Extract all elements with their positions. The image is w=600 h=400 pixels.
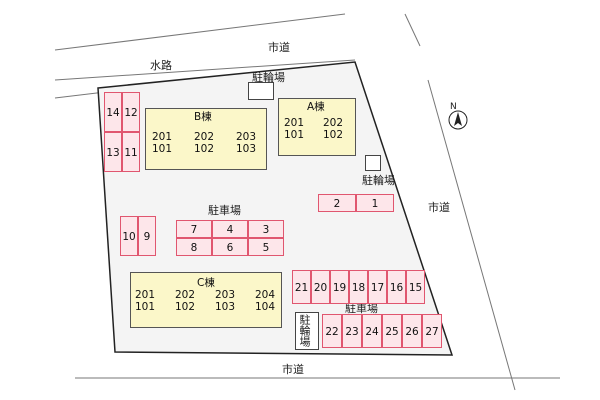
parking-label-bottom: 駐車場 (345, 302, 378, 315)
parking-stall-number: 23 (345, 326, 359, 338)
parking-stall-number: 12 (124, 107, 138, 119)
parking-stall: 10 (120, 216, 138, 256)
waterway-label: 水路 (150, 59, 172, 72)
building-b: B棟 201 202 203 101 102 103 (145, 108, 267, 170)
parking-stall-number: 27 (425, 326, 439, 338)
parking-stall: 7 (176, 220, 212, 238)
parking-stall-number: 25 (385, 326, 399, 338)
parking-stall-number: 5 (262, 242, 270, 254)
road-label-top: 市道 (268, 41, 290, 54)
parking-stall: 6 (212, 238, 248, 256)
parking-stall-number: 22 (325, 326, 339, 338)
parking-stall: 25 (382, 314, 402, 348)
parking-stall-number: 11 (124, 147, 138, 159)
parking-stall-number: 26 (405, 326, 419, 338)
unit-c-102: 102 (175, 301, 196, 313)
parking-stall: 24 (362, 314, 382, 348)
unit-b-102: 102 (194, 143, 215, 155)
road-label-bottom: 市道 (282, 363, 304, 376)
unit-b-103: 103 (236, 143, 257, 155)
parking-stall-number: 18 (351, 282, 366, 294)
unit-c-202: 202 (175, 289, 196, 301)
unit-a-202: 202 (323, 117, 344, 129)
parking-stall: 2 (318, 194, 356, 212)
bike-parking-bottom (295, 312, 319, 350)
parking-stall: 22 (322, 314, 342, 348)
unit-b-101: 101 (152, 143, 173, 155)
parking-stall-number: 9 (143, 231, 151, 243)
parking-stall: 9 (138, 216, 156, 256)
parking-stall: 1 (356, 194, 394, 212)
parking-stall-number: 4 (226, 224, 234, 236)
parking-stall-number: 10 (122, 231, 136, 243)
parking-stall-number: 20 (313, 282, 328, 294)
parking-stall-number: 1 (371, 198, 379, 210)
parking-stall: 20 (311, 270, 330, 304)
parking-stall-number: 19 (332, 282, 347, 294)
bike-parking-top-label: 駐輪場 (252, 71, 285, 84)
parking-stall: 5 (248, 238, 284, 256)
parking-stall-number: 3 (262, 224, 270, 236)
parking-stall: 12 (122, 92, 140, 132)
bike-parking-bottom-label: 駐輪場 (298, 314, 311, 347)
parking-stall-number: 15 (408, 282, 423, 294)
building-a: A棟 201 202 101 102 (278, 98, 356, 156)
parking-stall: 8 (176, 238, 212, 256)
parking-stall-number: 21 (294, 282, 309, 294)
parking-label-center: 駐車場 (208, 204, 241, 217)
parking-stall-number: 24 (365, 326, 379, 338)
parking-stall: 21 (292, 270, 311, 304)
parking-stall: 15 (406, 270, 425, 304)
unit-b-202: 202 (194, 131, 215, 143)
parking-stall: 3 (248, 220, 284, 238)
parking-stall: 16 (387, 270, 406, 304)
building-b-name: B棟 (194, 111, 212, 123)
unit-c-104: 104 (255, 301, 276, 313)
unit-c-203: 203 (215, 289, 236, 301)
parking-stall-number: 17 (370, 282, 385, 294)
bike-parking-top (248, 82, 274, 100)
parking-stall: 17 (368, 270, 387, 304)
unit-a-101: 101 (284, 129, 305, 141)
unit-c-103: 103 (215, 301, 236, 313)
parking-stall-number: 13 (106, 147, 120, 159)
bike-parking-right (365, 155, 381, 171)
parking-stall: 19 (330, 270, 349, 304)
parking-stall-number: 6 (226, 242, 234, 254)
unit-b-203: 203 (236, 131, 257, 143)
parking-stall: 11 (122, 132, 140, 172)
parking-stall: 26 (402, 314, 422, 348)
unit-a-201: 201 (284, 117, 305, 129)
building-c-name: C棟 (197, 277, 215, 289)
unit-a-102: 102 (323, 129, 344, 141)
parking-stall-number: 14 (106, 107, 120, 119)
unit-b-201: 201 (152, 131, 173, 143)
parking-stall: 13 (104, 132, 122, 172)
building-c: C棟 201 202 203 204 101 102 103 104 (130, 272, 282, 328)
unit-c-204: 204 (255, 289, 276, 301)
parking-stall-number: 2 (333, 198, 341, 210)
bike-parking-right-label: 駐輪場 (362, 174, 395, 187)
parking-stall: 27 (422, 314, 442, 348)
unit-c-101: 101 (135, 301, 156, 313)
building-a-name: A棟 (307, 101, 325, 113)
parking-stall: 4 (212, 220, 248, 238)
unit-c-201: 201 (135, 289, 156, 301)
parking-stall: 23 (342, 314, 362, 348)
road-label-right: 市道 (428, 201, 450, 214)
parking-stall-number: 7 (190, 224, 198, 236)
parking-stall-number: 8 (190, 242, 198, 254)
parking-stall: 14 (104, 92, 122, 132)
parking-stall: 18 (349, 270, 368, 304)
parking-stall-number: 16 (389, 282, 404, 294)
compass-label: N (450, 102, 457, 112)
